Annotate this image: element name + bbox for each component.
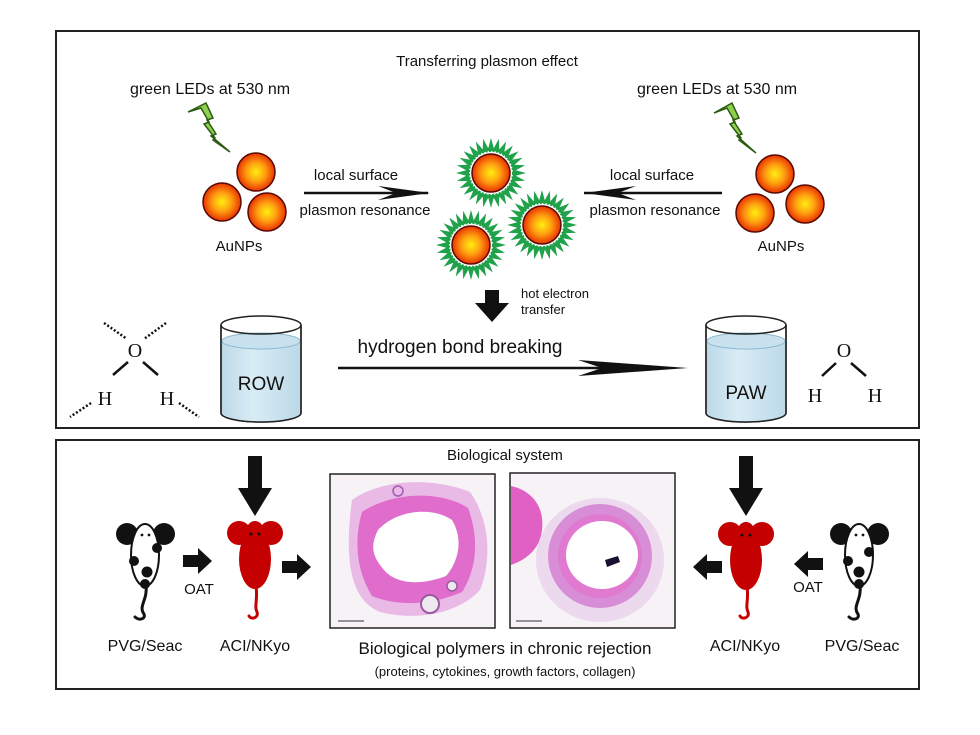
right-lspr-arrowhead-icon: [584, 186, 636, 200]
left-recipient-label: ACI/NKyo: [220, 638, 290, 655]
left-oat-label: OAT: [184, 581, 214, 598]
left-aunp-cluster: [202, 152, 287, 232]
right-treatment-arrow-icon: [729, 456, 763, 516]
right-led-label: green LEDs at 530 nm: [637, 81, 797, 98]
right-aunps-label: AuNPs: [758, 238, 805, 255]
covalent-bond: [112, 361, 129, 376]
left-to-tissue-arrow-icon: [282, 554, 311, 580]
right-recipient-rat-icon: [718, 522, 774, 620]
plasmon-shell-cluster: [436, 138, 577, 280]
left-lspr-arrowhead-icon: [378, 186, 430, 200]
hydrogen-bond-dotted: [103, 321, 128, 341]
histology-image-left: [329, 473, 496, 629]
right-led-bolt-icon: [713, 101, 757, 154]
hot-electron-label-line2: transfer: [521, 302, 566, 317]
hydrogen-bond-dotted: [143, 321, 167, 341]
hot-electron-arrow-icon: [475, 290, 509, 322]
tissue-caption: Biological polymers in chronic rejection: [359, 639, 652, 658]
gold-nanoparticle-icon: [785, 184, 825, 224]
bottom-panel-title: Biological system: [447, 447, 563, 464]
paw-label: PAW: [725, 383, 766, 404]
left-aunps-label: AuNPs: [216, 238, 263, 255]
left-lspr-label-bottom: plasmon resonance: [300, 202, 431, 219]
shelled-nanoparticle-icon: [456, 138, 526, 208]
row-beaker-icon: [220, 315, 302, 423]
hydrogen-bond-dotted: [69, 401, 92, 419]
right-transplant-arrow-icon: [794, 551, 823, 577]
left-led-bolt-icon: [187, 101, 231, 153]
hydrogen-atom: H: [98, 388, 112, 410]
covalent-bond: [850, 362, 867, 377]
gold-nanoparticle-icon: [735, 193, 775, 233]
process-label: hydrogen bond breaking: [358, 337, 563, 358]
right-lspr-label-top: local surface: [610, 167, 694, 184]
hydrogen-bond-dotted: [178, 401, 200, 419]
top-panel: Transferring plasmon effect green LEDs a…: [55, 30, 920, 429]
gold-nanoparticle-icon: [236, 152, 276, 192]
right-lspr-label-bottom: plasmon resonance: [590, 202, 721, 219]
left-treatment-arrow-icon: [238, 456, 272, 516]
top-panel-title: Transferring plasmon effect: [396, 53, 579, 70]
hydrogen-atom: H: [808, 385, 822, 407]
left-recipient-rat-icon: [227, 521, 283, 620]
left-transplant-arrow-icon: [183, 548, 212, 574]
left-donor-rat-icon: [116, 523, 175, 621]
tissue-subcaption: (proteins, cytokines, growth factors, co…: [375, 664, 636, 679]
oxygen-atom: O: [128, 340, 142, 362]
left-lspr-label-top: local surface: [314, 167, 398, 184]
row-label: ROW: [238, 374, 285, 395]
hydrogen-atom: H: [160, 388, 174, 410]
process-arrowhead-icon: [578, 360, 688, 376]
covalent-bond: [142, 361, 159, 376]
right-recipient-label: ACI/NKyo: [710, 638, 780, 655]
covalent-bond: [821, 362, 837, 377]
bottom-panel: Biological system OAT PVG/Seac: [55, 439, 920, 690]
gold-nanoparticle-icon: [247, 192, 287, 232]
paw-beaker-icon: [705, 315, 787, 423]
right-to-tissue-arrow-icon: [693, 554, 722, 580]
hot-electron-label-line1: hot electron: [521, 286, 589, 301]
gold-nanoparticle-icon: [202, 182, 242, 222]
right-oat-label: OAT: [793, 579, 823, 596]
histology-image-right: [509, 472, 676, 629]
hydrogen-atom: H: [868, 385, 882, 407]
oxygen-atom: O: [837, 340, 851, 362]
gold-nanoparticle-icon: [755, 154, 795, 194]
shelled-nanoparticle-icon: [507, 190, 577, 260]
left-donor-label: PVG/Seac: [108, 638, 183, 655]
right-aunp-cluster: [735, 154, 825, 233]
right-water-molecule: O H H: [808, 340, 882, 407]
right-donor-label: PVG/Seac: [825, 638, 900, 655]
shelled-nanoparticle-icon: [436, 210, 506, 280]
left-led-label: green LEDs at 530 nm: [130, 81, 290, 98]
left-water-molecule: O H H: [69, 321, 200, 419]
right-donor-rat-icon: [830, 523, 889, 621]
